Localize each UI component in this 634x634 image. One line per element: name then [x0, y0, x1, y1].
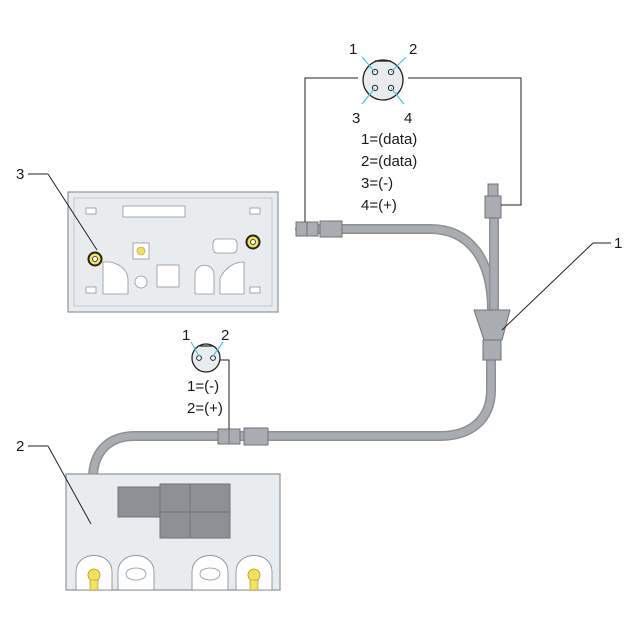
- callout-1: 1: [501, 235, 622, 331]
- legend2-line-2: 2=(+): [187, 400, 223, 417]
- pin4-label-4: 4: [404, 110, 412, 127]
- pin2-label-2: 2: [221, 327, 229, 344]
- pin4-label-3: 3: [352, 110, 360, 127]
- module-3-housing: [67, 191, 279, 313]
- pin4-label-1: 1: [349, 41, 357, 58]
- signal-wires: [220, 77, 522, 429]
- upper-cable-connector: [295, 220, 343, 238]
- legend2-line-1: 1=(-): [187, 378, 219, 395]
- legend4-line-1: 1=(data): [361, 131, 417, 148]
- pin2-label-1: 1: [182, 327, 190, 344]
- callout-3: 3: [16, 166, 98, 251]
- callout-2-label: 2: [16, 438, 24, 455]
- y-splitter: [473, 309, 511, 361]
- callout-3-label: 3: [16, 166, 24, 183]
- connector-4pin-legend: 1=(data) 2=(data) 3=(-) 4=(+): [361, 131, 417, 214]
- pin4-label-2: 2: [409, 41, 417, 58]
- connector-2pin-symbol: 1 2: [182, 327, 229, 373]
- callout-1-label: 1: [614, 235, 622, 252]
- legend4-line-4: 4=(+): [361, 197, 397, 214]
- main-cable-connector: [217, 427, 269, 446]
- module-2-housing: [65, 473, 281, 591]
- legend4-line-2: 2=(data): [361, 153, 417, 170]
- callout-2: 2: [16, 438, 92, 525]
- connector-2pin-legend: 1=(-) 2=(+): [187, 378, 223, 417]
- connector-4pin-symbol: 1 2 3 4: [349, 41, 417, 127]
- legend4-line-3: 3=(-): [361, 175, 393, 192]
- right-branch-plug: [484, 183, 502, 219]
